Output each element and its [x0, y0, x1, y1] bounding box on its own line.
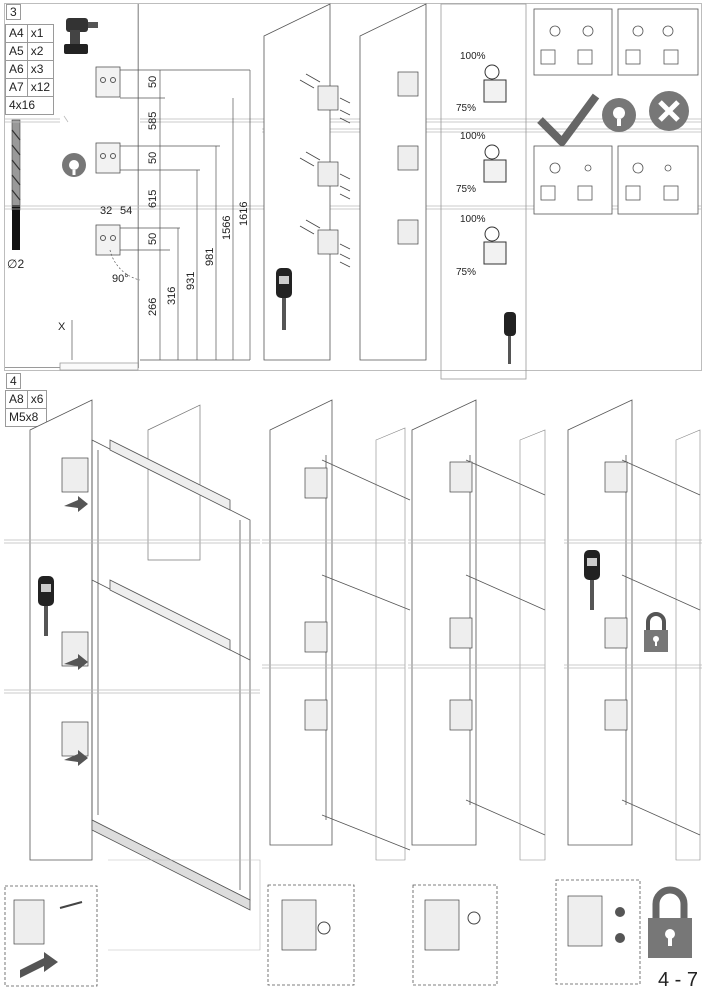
hinge-fittings-step4-c	[449, 461, 473, 731]
step-3-border	[4, 3, 702, 371]
screw-spec: 4x16	[4, 96, 55, 115]
dim-54: 54	[120, 205, 132, 217]
height-316: 316	[166, 287, 178, 305]
detail-box-1	[4, 885, 98, 987]
page-number: 4 - 7	[657, 969, 698, 991]
hinge-plate-middle	[95, 142, 121, 174]
part-qty: x1	[26, 24, 55, 43]
drill-icon	[64, 18, 98, 54]
drawer-frame-3	[465, 455, 546, 836]
hinge-fittings-step4-b	[304, 467, 328, 731]
lock-icon-small	[644, 612, 668, 652]
part-qty: x2	[26, 42, 55, 61]
x-label: X	[58, 321, 66, 333]
screws-group	[299, 73, 351, 268]
adjust-dial-group	[483, 64, 507, 265]
height-1616: 1616	[238, 202, 250, 226]
height-1566: 1566	[221, 216, 233, 240]
detail-box-4	[555, 879, 641, 985]
pct-75-c: 75%	[456, 267, 476, 278]
warning-icon	[62, 153, 86, 177]
height-981: 981	[204, 248, 216, 266]
lock-icon-large	[648, 886, 692, 958]
hinge-plate-top	[95, 66, 121, 98]
part-code: A7	[5, 78, 28, 97]
dim-50-top: 50	[147, 76, 159, 88]
pct-100-c: 100%	[460, 214, 486, 225]
pct-100-b: 100%	[460, 131, 486, 142]
height-931: 931	[185, 272, 197, 290]
adjust-percent-labels: 100% 75% 100% 75% 100% 75%	[456, 51, 486, 278]
dim-50-mid: 50	[147, 152, 159, 164]
height-266: 266	[147, 298, 159, 316]
pct-75-b: 75%	[456, 184, 476, 195]
dim-50-bottom: 50	[147, 233, 159, 245]
angle-label: 90°	[112, 273, 129, 285]
pct-75-a: 75%	[456, 103, 476, 114]
cross-icon	[649, 91, 689, 131]
hinge-fittings-step4-d	[604, 461, 628, 731]
detail-box-3	[412, 884, 498, 986]
part-row: M5x8	[4, 408, 48, 427]
hole-diagram-top-right	[617, 8, 699, 76]
screwdriver-icon-step4	[38, 576, 54, 636]
part-code: A6	[5, 60, 28, 79]
screwdriver-icon	[276, 268, 292, 330]
part-row: 4x16	[4, 96, 55, 115]
screwdriver-icon-step4-b	[584, 550, 600, 610]
screw-spec: M5x8	[4, 408, 48, 427]
part-code: A4	[5, 24, 28, 43]
dim-615: 615	[147, 190, 159, 208]
warning-icon-large	[602, 98, 636, 132]
hinge-fittings-step4	[61, 457, 89, 757]
push-arrow-icons	[64, 496, 88, 766]
drawer-frame-1	[91, 439, 251, 911]
checkmark-icon	[537, 93, 600, 146]
detail-box-2	[267, 884, 355, 986]
step-4-number: 4	[6, 373, 21, 389]
pct-100-a: 100%	[460, 51, 486, 62]
drill-bit-icon	[11, 119, 21, 250]
step-3-number: 3	[6, 4, 21, 20]
dimension-labels: 50 585 50 615 50 32 54 90° X 266 316 931…	[58, 76, 250, 333]
hole-diagram-bottom-right	[617, 145, 699, 215]
dim-585: 585	[147, 112, 159, 130]
hinge-fitting-group-1	[317, 71, 419, 255]
hole-diagram-top-left	[533, 8, 613, 76]
dim-32: 32	[100, 205, 112, 217]
drill-diameter: ∅2	[7, 257, 24, 271]
screwdriver-icon-small	[504, 312, 516, 364]
hinge-plate-bottom	[95, 224, 121, 256]
hole-diagram-bottom-left	[533, 145, 613, 215]
part-code: A8	[5, 390, 28, 409]
